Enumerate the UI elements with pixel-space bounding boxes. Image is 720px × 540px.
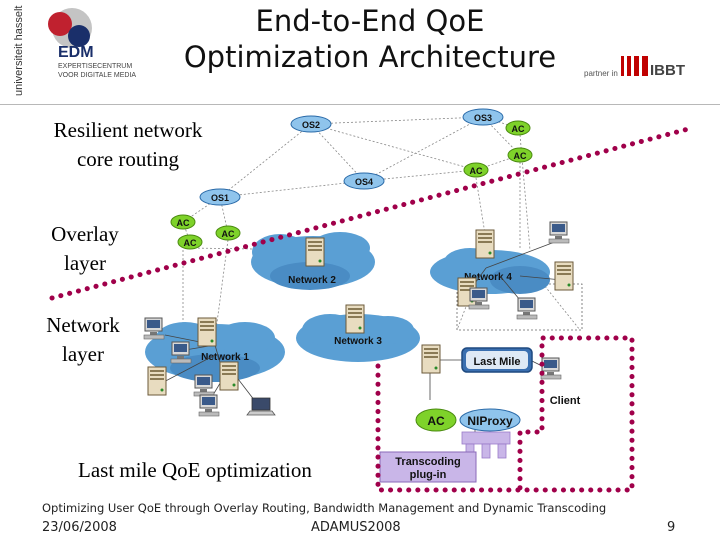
svg-text:OS1: OS1 <box>211 193 229 203</box>
network-2-label: Network 2 <box>288 275 336 286</box>
desktop-pc-icon <box>193 374 215 397</box>
overlay-boundary-line <box>49 125 695 301</box>
overlay-layer-label: Overlay layer <box>51 222 119 275</box>
server-icon <box>305 237 325 267</box>
network-1-label: Network 1 <box>201 352 249 363</box>
ac-node: AC <box>507 147 533 163</box>
edm-line-2: VOOR DIGITALE MEDIA <box>58 72 136 79</box>
university-logo: universiteit hasselt <box>13 6 25 97</box>
desktop-pc-icon <box>516 297 538 320</box>
ibbt-logo: partner in IBBT <box>584 56 685 79</box>
desktop-pc-icon <box>468 287 490 310</box>
network-3-cloud <box>296 314 420 362</box>
edm-logo: EDM EXPERTISECENTRUM VOOR DIGITALE MEDIA <box>48 8 136 79</box>
page-title: End-to-End QoE Optimization Architecture <box>150 3 590 75</box>
plugin-connector <box>461 431 511 459</box>
server-icon <box>197 317 217 347</box>
footer-subtitle: Optimizing User QoE through Overlay Rout… <box>42 501 607 515</box>
desktop-pc-icon <box>198 394 220 417</box>
transcoding-plugin-box: Transcoding plug-in <box>379 451 477 483</box>
header-divider <box>0 104 720 105</box>
client-pc-icon <box>540 357 562 380</box>
laptop-icon <box>246 397 276 416</box>
svg-text:OS3: OS3 <box>474 113 492 123</box>
svg-text:AC: AC <box>184 238 197 248</box>
title-line-2: Optimization Architecture <box>183 40 557 74</box>
svg-text:plug-in: plug-in <box>410 469 447 481</box>
desktop-pc-icon <box>170 341 192 364</box>
svg-text:AC: AC <box>512 124 525 134</box>
partner-in-text: partner in <box>584 69 618 78</box>
edm-line-1: EXPERTISECENTRUM <box>58 63 132 70</box>
server-icon <box>219 361 239 391</box>
last-mile-qoe-label: Last mile QoE optimization <box>78 458 312 482</box>
desktop-pc-icon <box>143 317 165 340</box>
ac-node: AC <box>415 408 457 432</box>
title-line-1: End-to-End QoE <box>255 4 485 38</box>
footer-date: 23/06/2008 <box>42 520 117 535</box>
university-vertical-text: universiteit hasselt <box>13 6 25 97</box>
last-mile-box-label: Last Mile <box>473 356 520 368</box>
os4-node: OS4 <box>343 172 385 190</box>
ac-node: AC <box>170 214 196 230</box>
server-icon <box>554 261 574 291</box>
svg-text:AC: AC <box>222 229 235 239</box>
last-mile-server-icon <box>421 344 441 374</box>
page-number: 9 <box>667 520 676 535</box>
last-mile-boundary <box>375 335 635 493</box>
svg-text:Transcoding: Transcoding <box>395 456 460 468</box>
network-3-label: Network 3 <box>334 336 382 347</box>
svg-text:AC: AC <box>427 414 445 428</box>
footer-event: ADAMUS2008 <box>311 520 401 535</box>
os2-node: OS2 <box>290 115 332 133</box>
ac-node: AC <box>463 162 489 178</box>
client-label: Client <box>550 395 581 407</box>
svg-text:AC: AC <box>177 218 190 228</box>
overlay-region <box>456 283 583 331</box>
svg-text:AC: AC <box>514 151 527 161</box>
os1-node: OS1 <box>199 188 241 206</box>
os3-node: OS3 <box>462 108 504 126</box>
edm-abbrev: EDM <box>58 44 94 61</box>
svg-text:NIProxy: NIProxy <box>467 414 513 428</box>
svg-text:AC: AC <box>470 166 483 176</box>
desktop-pc-icon <box>548 221 570 244</box>
network-4-label: Network 4 <box>464 272 512 283</box>
server-icon <box>475 229 495 259</box>
ac-node: AC <box>215 225 241 241</box>
svg-text:OS2: OS2 <box>302 120 320 130</box>
resilient-routing-label: Resilient network core routing <box>53 118 203 171</box>
server-icon <box>147 366 167 396</box>
edm-logo-red-mark <box>48 12 72 36</box>
ac-node: AC <box>505 120 531 136</box>
ibbt-text: IBBT <box>650 62 685 79</box>
niproxy-node: NIProxy <box>459 408 521 432</box>
svg-text:OS4: OS4 <box>355 177 373 187</box>
network-layer-label: Network layer <box>46 313 120 366</box>
server-icon <box>345 304 365 334</box>
ac-node: AC <box>177 234 203 250</box>
edm-logo-blue-mark <box>68 25 90 47</box>
